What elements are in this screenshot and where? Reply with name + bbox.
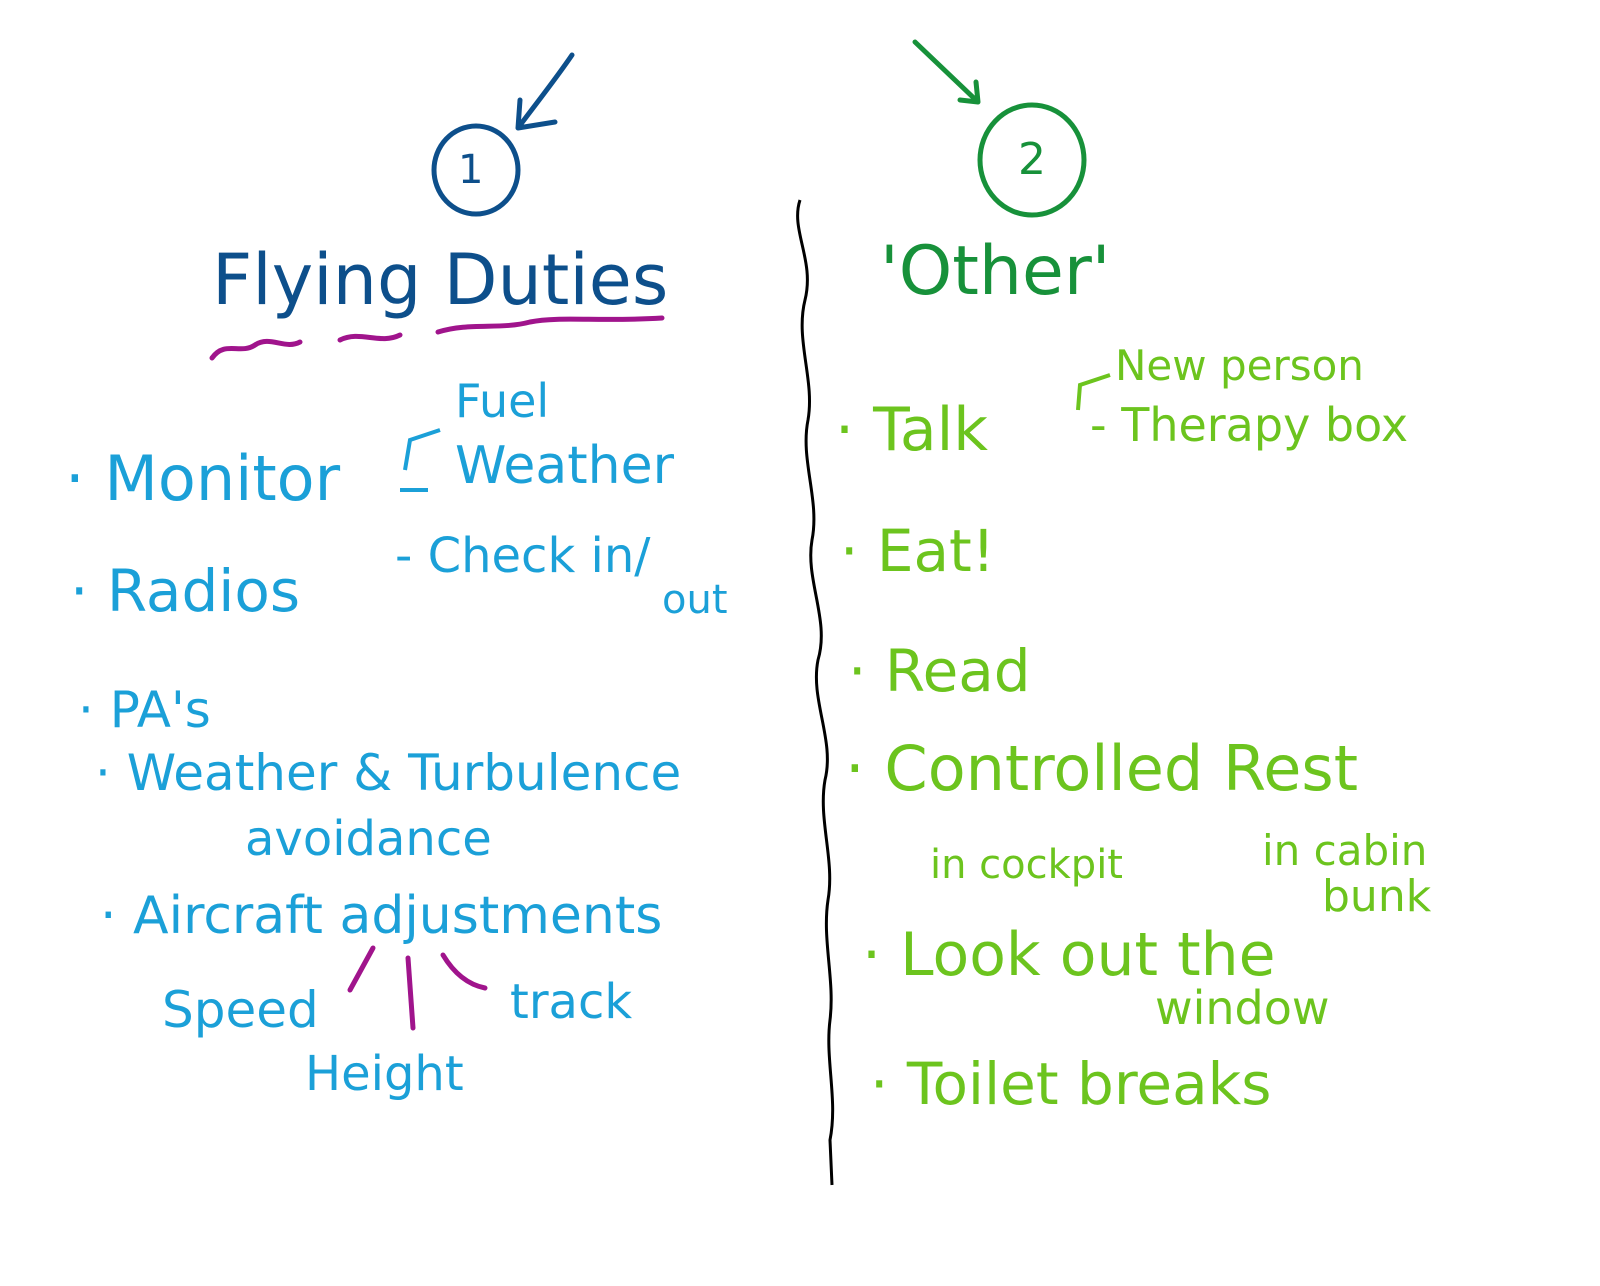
sub-therapy-box: - Therapy box: [1090, 398, 1409, 452]
title-underline: [209, 315, 665, 361]
talk-brace: [1076, 373, 1111, 411]
item-talk: · Talk: [835, 395, 989, 465]
sub-height: Height: [305, 1046, 464, 1102]
sub-fuel: Fuel: [455, 374, 550, 428]
sub-window: window: [1155, 981, 1330, 1035]
connector-height: [405, 955, 416, 1031]
item-eat: · Eat!: [840, 517, 996, 585]
item-read: · Read: [848, 637, 1031, 705]
section-title-other: 'Other': [880, 232, 1111, 311]
sub-in-cockpit: in cockpit: [930, 842, 1123, 888]
sub-new-person: New person: [1115, 341, 1364, 390]
item-look-out: · Look out the: [862, 920, 1276, 990]
item-aircraft-adjustments: · Aircraft adjustments: [100, 886, 663, 946]
monitor-brace: [400, 428, 441, 492]
sub-avoidance: avoidance: [245, 811, 492, 867]
sub-speed: Speed: [162, 981, 319, 1039]
item-monitor: · Monitor: [65, 442, 341, 515]
item-toilet-breaks: · Toilet breaks: [870, 1050, 1272, 1118]
sub-in-cabin: in cabin: [1262, 826, 1428, 875]
sub-weather: Weather: [455, 436, 674, 496]
item-radios: · Radios: [70, 557, 301, 625]
divider-line: [796, 199, 835, 1186]
arrow-1-icon: [515, 52, 575, 131]
item-pas: · PA's: [78, 681, 211, 739]
connector-speed: [347, 945, 376, 993]
section-number-2: 2: [1018, 134, 1046, 185]
item-controlled-rest: · Controlled Rest: [845, 732, 1359, 805]
circle-2: [977, 102, 1087, 218]
sub-out: out: [662, 577, 728, 623]
sub-bunk: bunk: [1322, 871, 1432, 922]
item-weather-turbulence: · Weather & Turbulence: [95, 744, 682, 802]
connector-track: [440, 952, 488, 991]
sub-check-in: - Check in/: [395, 528, 651, 584]
sub-track: track: [510, 974, 633, 1030]
circle-1: [431, 123, 521, 217]
section-title-flying-duties: Flying Duties: [212, 239, 669, 321]
arrow-2-icon: [912, 39, 981, 105]
section-number-1: 1: [458, 147, 484, 193]
